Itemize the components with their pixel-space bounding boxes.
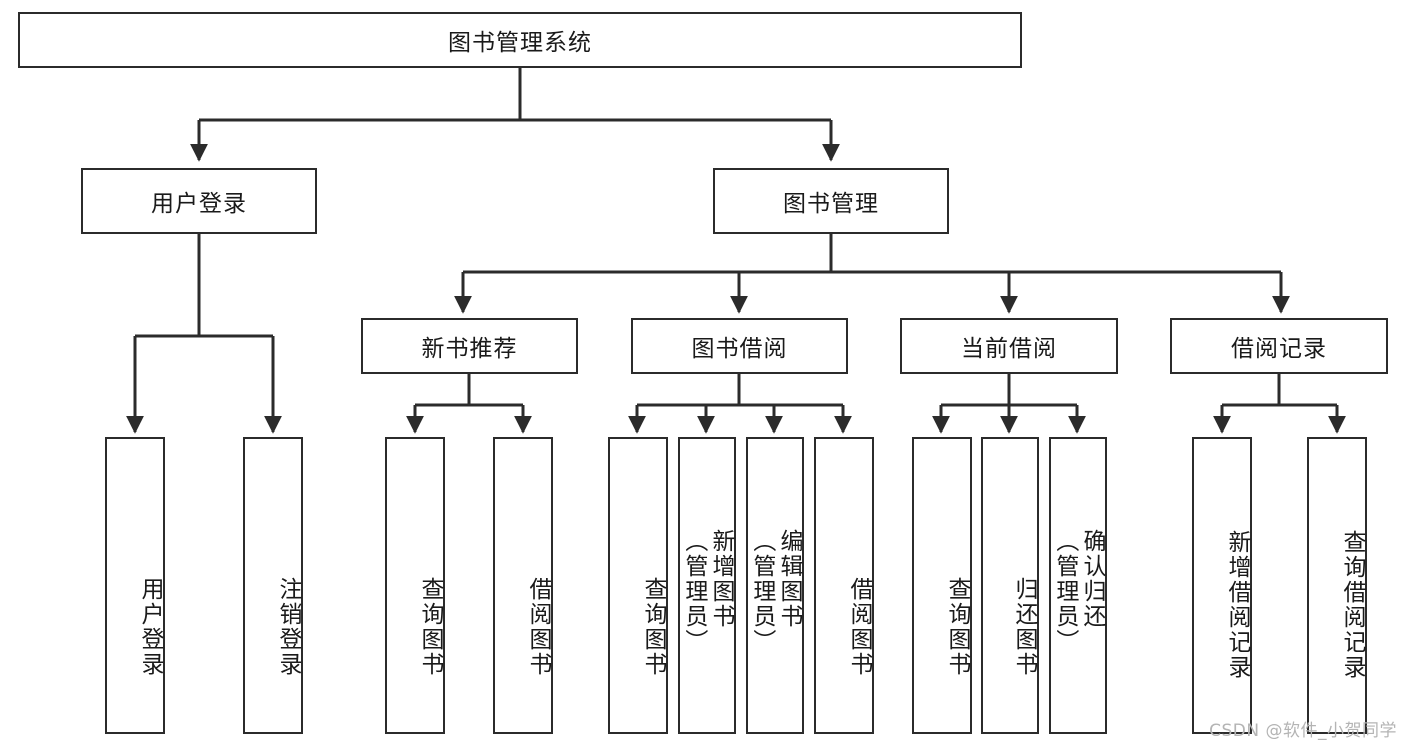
node-book-manage[interactable]: 图书管理 bbox=[713, 168, 949, 234]
node-borrow-record[interactable]: 借阅记录 bbox=[1170, 318, 1388, 374]
leaf-borrow-book-a-label: 借阅图书 bbox=[525, 576, 551, 677]
node-new-book-recommend-label: 新书推荐 bbox=[421, 336, 518, 362]
leaf-query-book-c-label: 查询图书 bbox=[944, 576, 970, 677]
node-borrow-record-label: 借阅记录 bbox=[1231, 336, 1327, 362]
leaf-add-borrow-record-label: 新增借阅记录 bbox=[1224, 529, 1250, 680]
node-new-book-recommend[interactable]: 新书推荐 bbox=[361, 318, 578, 374]
node-current-borrow[interactable]: 当前借阅 bbox=[900, 318, 1118, 374]
leaf-query-book-a-label: 查询图书 bbox=[417, 576, 443, 677]
leaf-borrow-book-b-label: 借阅图书 bbox=[846, 576, 872, 677]
node-book-borrow[interactable]: 图书借阅 bbox=[631, 318, 848, 374]
leaf-add-borrow-record[interactable]: 新增借阅记录 bbox=[1192, 437, 1252, 734]
node-current-borrow-label: 当前借阅 bbox=[961, 336, 1057, 362]
leaf-query-book-b[interactable]: 查询图书 bbox=[608, 437, 668, 734]
leaf-user-login-label: 用户登录 bbox=[137, 576, 163, 677]
leaf-return-book-label: 归还图书 bbox=[1011, 576, 1037, 677]
leaf-query-borrow-record-label: 查询借阅记录 bbox=[1339, 529, 1365, 680]
leaf-query-borrow-record[interactable]: 查询借阅记录 bbox=[1307, 437, 1367, 734]
leaf-borrow-book-b[interactable]: 借阅图书 bbox=[814, 437, 874, 734]
node-user-login-label: 用户登录 bbox=[151, 191, 247, 217]
node-book-borrow-label: 图书借阅 bbox=[691, 336, 788, 362]
leaf-logout-label: 注销登录 bbox=[275, 576, 301, 677]
leaf-user-login[interactable]: 用户登录 bbox=[105, 437, 165, 734]
leaf-query-book-a[interactable]: 查询图书 bbox=[385, 437, 445, 734]
leaf-add-book-admin[interactable]: 新增图书 （管理员） bbox=[678, 437, 736, 734]
leaf-edit-book-admin[interactable]: 编辑图书 （管理员） bbox=[746, 437, 804, 734]
leaf-edit-book-admin-label: 编辑图书 （管理员） bbox=[748, 529, 802, 654]
leaf-confirm-return-admin[interactable]: 确认归还 （管理员） bbox=[1049, 437, 1107, 734]
node-root-label: 图书管理系统 bbox=[448, 30, 592, 56]
node-user-login[interactable]: 用户登录 bbox=[81, 168, 317, 234]
node-book-manage-label: 图书管理 bbox=[783, 191, 879, 217]
leaf-add-book-admin-label: 新增图书 （管理员） bbox=[680, 529, 734, 654]
leaf-confirm-return-admin-label: 确认归还 （管理员） bbox=[1051, 529, 1105, 654]
leaf-borrow-book-a[interactable]: 借阅图书 bbox=[493, 437, 553, 734]
leaf-query-book-b-label: 查询图书 bbox=[640, 576, 666, 677]
node-root[interactable]: 图书管理系统 bbox=[18, 12, 1022, 68]
csdn-watermark: CSDN @软件_小贺同学 bbox=[1209, 721, 1397, 741]
leaf-return-book[interactable]: 归还图书 bbox=[981, 437, 1039, 734]
leaf-logout[interactable]: 注销登录 bbox=[243, 437, 303, 734]
leaf-query-book-c[interactable]: 查询图书 bbox=[912, 437, 972, 734]
